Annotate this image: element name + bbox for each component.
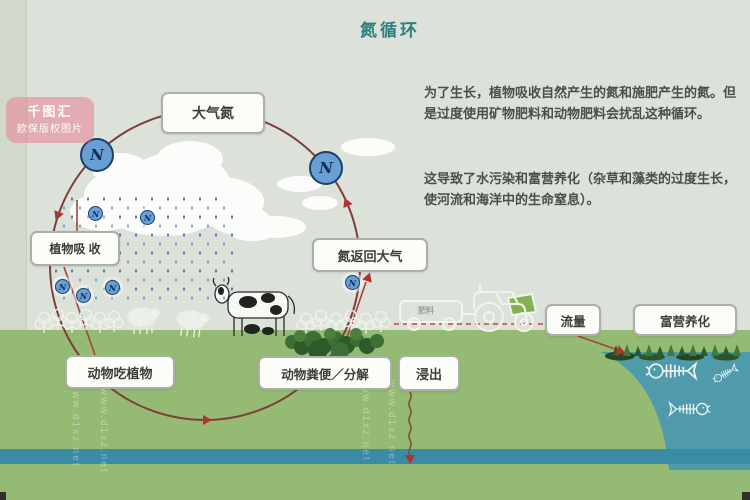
node-plant-absorption: 植物吸 收: [30, 231, 120, 266]
algae-growth: [605, 344, 741, 361]
tractor-icon: [473, 284, 538, 332]
nitrogen-icon: N: [80, 138, 114, 172]
ground-rocks: [244, 324, 274, 335]
decomposition-bushes: [285, 328, 384, 360]
nitrogen-icon: N: [309, 151, 343, 185]
nitrogen-icon: N: [345, 275, 360, 290]
nitrogen-icon: N: [105, 280, 120, 295]
watermark-badge: 千图汇 欧保版权图片: [6, 97, 94, 143]
watermark-badge-line1: 千图汇: [27, 104, 73, 119]
vertical-watermark: www.d1xz.net: [386, 380, 397, 466]
node-nitrogen-returns-to-atmosphere: 氮返回大气: [312, 238, 428, 272]
node-atmospheric-nitrogen: 大气氮: [161, 92, 265, 134]
corner-mark: [0, 492, 6, 500]
vertical-watermark: www.d1xz.net: [98, 388, 109, 474]
description-paragraph-1: 为了生长，植物吸收自然产生的氮和施肥产生的氮。但是过度使用矿物肥料和动物肥料会扰…: [424, 85, 737, 122]
page-title: 氮循环: [360, 21, 420, 40]
node-eutrophication: 富营养化: [633, 304, 737, 336]
node-runoff: 流量: [545, 304, 601, 336]
vertical-watermark: www.d1xz.net: [360, 376, 371, 462]
node-animals-eat-plants: 动物吃植物: [65, 355, 175, 389]
vertical-watermark: www.d1xz.net: [70, 382, 81, 468]
watermark-badge-line2: 欧保版权图片: [17, 124, 83, 135]
fertilizer-cart-label: 肥料: [418, 305, 434, 315]
node-leaching: 浸出: [398, 355, 460, 391]
groundwater-stripe: [0, 449, 750, 464]
node-animal-waste-decomposition: 动物粪便／分解: [258, 356, 392, 390]
corner-mark: [742, 492, 750, 500]
nitrogen-icon: N: [76, 288, 91, 303]
description-paragraph-2: 这导致了水污染和富营养化（杂草和藻类的过度生长，使河流和海洋中的生命窒息）。: [424, 171, 737, 208]
fertilizer-cart-icon: 肥料: [394, 300, 546, 331]
nitrogen-icon: N: [88, 206, 103, 221]
nitrogen-icon: N: [140, 210, 155, 225]
nitrogen-icon: N: [55, 279, 70, 294]
